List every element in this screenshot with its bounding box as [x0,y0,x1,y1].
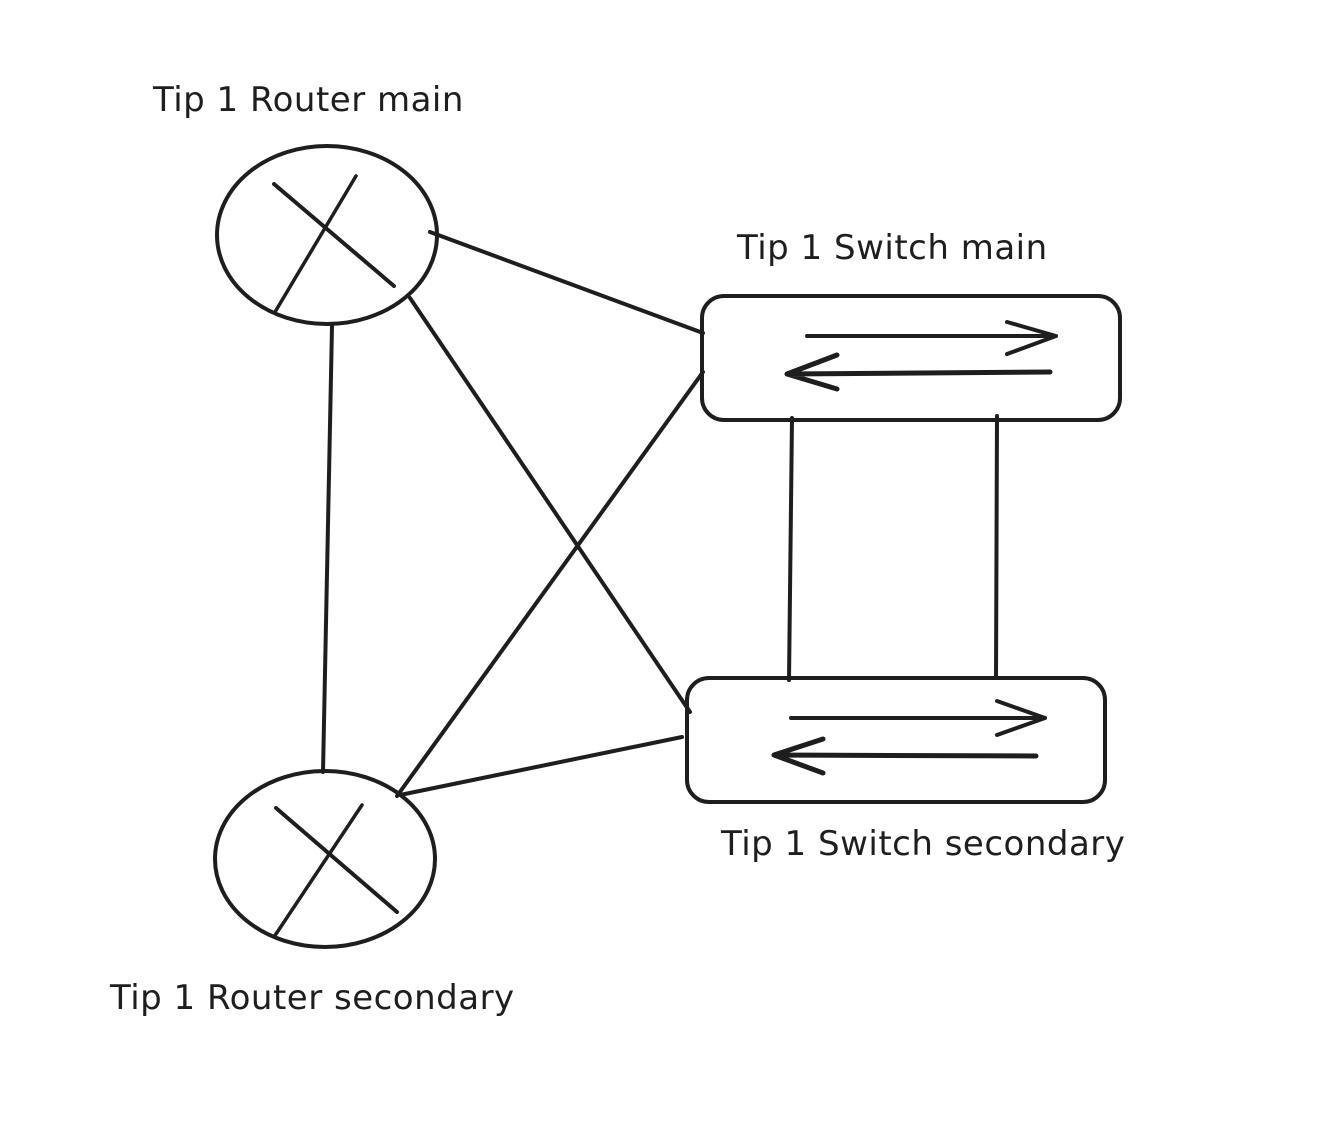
switch-main-node[interactable] [700,294,1122,422]
router-secondary-cross-line-1 [274,806,399,914]
edge-router-secondary-to-switch-secondary [398,735,684,797]
router-main-node[interactable] [215,144,439,326]
router-main-cross-line-2 [273,174,358,314]
switch-secondary-arrow-right [789,699,1047,737]
switch-secondary-box [685,676,1107,804]
switch-main-arrow-right [805,320,1058,356]
router-main-cross-line-1 [272,182,396,288]
edges [321,230,999,798]
edge-switch-main-to-switch-secondary-left [787,416,794,682]
edge-router-main-to-router-secondary [321,324,334,774]
router-secondary-circle [213,769,437,949]
router-secondary-label: Tip 1 Router secondary [110,978,515,1018]
switch-main-arrow-left [784,352,1053,392]
edge-switch-main-to-switch-secondary-right [994,414,999,680]
switch-secondary-arrow-left [771,736,1039,776]
edge-router-main-to-switch-secondary [408,296,692,714]
switch-main-label: Tip 1 Switch main [737,228,1048,268]
router-main-circle [215,144,439,326]
router-secondary-node[interactable] [213,769,437,949]
switch-secondary-label: Tip 1 Switch secondary [721,824,1126,864]
switch-secondary-node[interactable] [685,676,1107,804]
router-main-label: Tip 1 Router main [153,80,464,120]
edge-router-secondary-to-switch-main [395,370,705,798]
switch-main-box [700,294,1122,422]
edge-router-main-to-switch-main [428,230,705,335]
router-secondary-cross-line-2 [272,803,364,939]
